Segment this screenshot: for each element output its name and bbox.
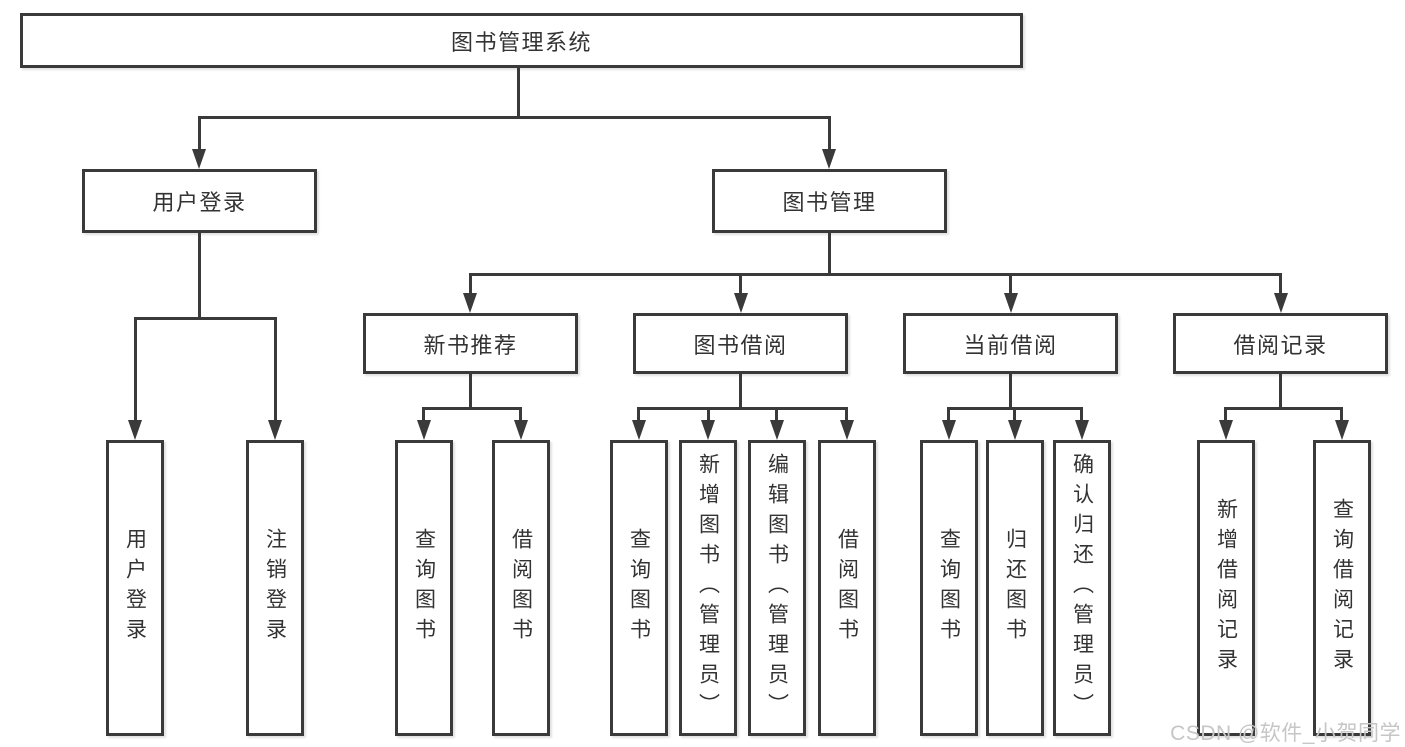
- leaf-add-books-admin-label: 新增图书（管理员）: [696, 453, 720, 723]
- arrow-down-icon: [1004, 293, 1018, 313]
- connector-stem-leaf-logout: [274, 317, 277, 422]
- arrow-down-icon: [128, 420, 142, 440]
- arrow-down-icon: [770, 420, 784, 440]
- leaf-query-books-borrowing-label: 查询图书: [627, 528, 651, 648]
- connector-stem-book-borrowing: [739, 273, 742, 295]
- leaf-query-borrow-record: 查询借阅记录: [1313, 440, 1371, 736]
- arrow-down-icon: [632, 420, 646, 440]
- leaf-user-login-label: 用户登录: [123, 528, 147, 648]
- leaf-edit-books-admin: 编辑图书（管理员）: [748, 440, 806, 736]
- arrow-down-icon: [1274, 293, 1288, 313]
- arrow-down-icon: [734, 293, 748, 313]
- leaf-confirm-return-admin: 确认归还（管理员）: [1053, 440, 1111, 736]
- connector-new-book-recommend-drop: [469, 374, 472, 410]
- node-book-borrowing-label: 图书借阅: [693, 332, 788, 358]
- connector-book-borrowing-hbar: [637, 407, 848, 410]
- arrow-down-icon: [192, 149, 206, 169]
- arrow-down-icon: [463, 293, 477, 313]
- connector-stem-leaf: [1224, 407, 1227, 422]
- leaf-query-books-borrowing: 查询图书: [610, 440, 668, 736]
- arrow-down-icon: [268, 420, 282, 440]
- node-current-borrowing: 当前借阅: [903, 313, 1118, 374]
- node-current-borrowing-label: 当前借阅: [963, 332, 1058, 358]
- arrow-down-icon: [514, 420, 528, 440]
- connector-book-borrowing-drop: [739, 374, 742, 410]
- node-new-book-recommend: 新书推荐: [363, 313, 578, 374]
- leaf-logout-login: 注销登录: [246, 440, 304, 736]
- leaf-return-books: 归还图书: [986, 440, 1044, 736]
- arrow-down-icon: [840, 420, 854, 440]
- connector-new-book-recommend-hbar: [422, 407, 522, 410]
- connector-root-drop: [517, 68, 520, 118]
- connector-stem-leaf: [422, 407, 425, 422]
- connector-stem-leaf: [1080, 407, 1083, 422]
- arrow-down-icon: [1008, 420, 1022, 440]
- connector-book-management-hbar: [469, 273, 1282, 276]
- node-new-book-recommend-label: 新书推荐: [423, 332, 518, 358]
- arrow-down-icon: [1335, 420, 1349, 440]
- leaf-query-borrow-record-label: 查询借阅记录: [1330, 498, 1354, 678]
- connector-stem-leaf: [637, 407, 640, 422]
- connector-stem-leaf-user-login: [134, 317, 137, 422]
- node-book-management-label: 图书管理: [782, 190, 877, 215]
- leaf-user-login: 用户登录: [106, 440, 164, 736]
- connector-borrowing-records-drop: [1279, 374, 1282, 410]
- arrow-down-icon: [417, 420, 431, 440]
- leaf-query-books-recommend-label: 查询图书: [412, 528, 436, 648]
- watermark: CSDN @软件_小贺同学: [1170, 722, 1401, 745]
- node-root-label: 图书管理系统: [450, 29, 592, 55]
- node-borrowing-records: 借阅记录: [1173, 313, 1388, 374]
- arrow-down-icon: [942, 420, 956, 440]
- connector-stem-leaf: [1013, 407, 1016, 422]
- connector-root-hbar: [198, 116, 831, 119]
- connector-stem-leaf: [845, 407, 848, 422]
- arrow-down-icon: [822, 149, 836, 169]
- leaf-add-borrow-record: 新增借阅记录: [1197, 440, 1255, 736]
- connector-stem-leaf: [519, 407, 522, 422]
- leaf-edit-books-admin-label: 编辑图书（管理员）: [765, 453, 789, 723]
- leaf-query-books-current: 查询图书: [920, 440, 978, 736]
- connector-stem-book-management: [828, 116, 831, 150]
- node-root: 图书管理系统: [20, 13, 1023, 68]
- leaf-borrow-books-borrowing: 借阅图书: [818, 440, 876, 736]
- leaf-borrow-books-borrowing-label: 借阅图书: [835, 528, 859, 648]
- leaf-query-books-recommend: 查询图书: [395, 440, 453, 736]
- arrow-down-icon: [1219, 420, 1233, 440]
- node-book-borrowing: 图书借阅: [633, 313, 848, 374]
- connector-stem-leaf: [707, 407, 710, 422]
- leaf-return-books-label: 归还图书: [1003, 528, 1027, 648]
- connector-stem-leaf: [1340, 407, 1343, 422]
- node-borrowing-records-label: 借阅记录: [1233, 332, 1328, 358]
- connector-borrowing-records-hbar: [1224, 407, 1343, 410]
- node-book-management: 图书管理: [712, 169, 947, 233]
- connector-stem-leaf: [947, 407, 950, 422]
- leaf-add-borrow-record-label: 新增借阅记录: [1214, 498, 1238, 678]
- connector-stem-leaf: [775, 407, 778, 422]
- leaf-borrow-books-recommend-label: 借阅图书: [509, 528, 533, 648]
- arrow-down-icon: [701, 420, 715, 440]
- connector-user-login-hbar: [134, 317, 277, 320]
- node-user-login: 用户登录: [82, 169, 317, 233]
- leaf-query-books-current-label: 查询图书: [937, 528, 961, 648]
- leaf-add-books-admin: 新增图书（管理员）: [679, 440, 737, 736]
- connector-stem-current-borrowing: [1009, 273, 1012, 295]
- connector-current-borrowing-drop: [1009, 374, 1012, 410]
- connector-stem-new-book-recommend: [469, 273, 472, 295]
- leaf-borrow-books-recommend: 借阅图书: [492, 440, 550, 736]
- arrow-down-icon: [1075, 420, 1089, 440]
- connector-book-management-drop: [828, 233, 831, 276]
- connector-user-login-drop: [198, 233, 201, 320]
- node-user-login-label: 用户登录: [152, 190, 247, 215]
- leaf-confirm-return-admin-label: 确认归还（管理员）: [1070, 453, 1094, 723]
- connector-stem-user-login: [198, 116, 201, 150]
- leaf-logout-login-label: 注销登录: [263, 528, 287, 648]
- connector-stem-borrowing-records: [1279, 273, 1282, 295]
